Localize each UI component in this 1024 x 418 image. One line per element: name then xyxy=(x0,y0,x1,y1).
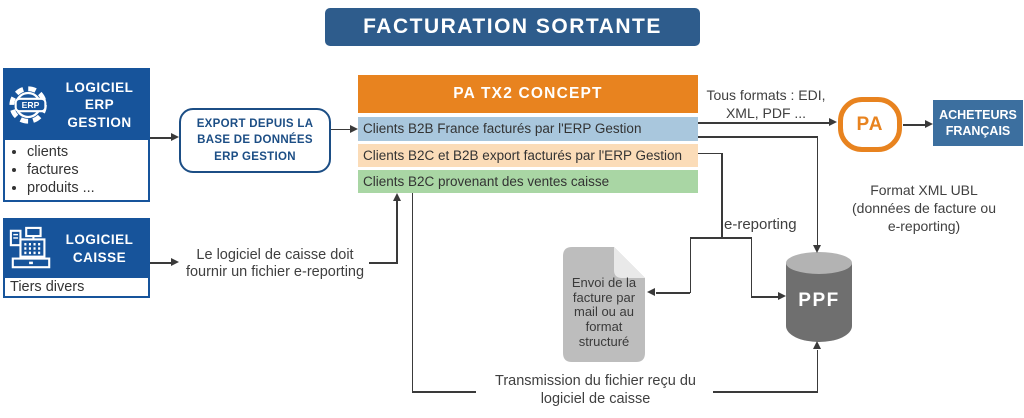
caisse-box-header: LOGICIEL CAISSE xyxy=(5,220,148,278)
connector-note-greenrow xyxy=(369,262,398,264)
list-item: factures xyxy=(27,161,148,179)
e-reporting-label: e-reporting xyxy=(724,216,797,233)
connector-b2b-ppf xyxy=(816,136,818,246)
arrowhead-right-icon xyxy=(778,292,786,300)
arrowhead-right-icon xyxy=(925,120,933,128)
erp-box-title: LOGICIEL ERP GESTION xyxy=(65,79,134,130)
database-cylinder-icon xyxy=(786,263,852,342)
flow-row-b2c-caisse: Clients B2C provenant des ventes caisse xyxy=(358,170,698,193)
transmission-label: Transmission du fichier reçu du logiciel… xyxy=(495,373,696,408)
connector-branch-document xyxy=(689,237,691,293)
pa-tx2-concept-header: PA TX2 CONCEPT xyxy=(358,75,698,113)
arrowhead-left-icon xyxy=(647,288,655,296)
list-item: produits ... xyxy=(27,179,148,197)
connector-caisse-note xyxy=(150,262,171,264)
page-title: FACTURATION SORTANTE xyxy=(325,8,700,46)
caisse-box-footer: Tiers divers xyxy=(5,278,148,296)
connector-ereporting xyxy=(698,152,722,154)
cash-register-icon xyxy=(9,226,51,269)
svg-text:ERP: ERP xyxy=(22,100,40,110)
connector-branch-document xyxy=(656,292,690,294)
connector-note-greenrow xyxy=(396,200,398,262)
connector-branch-ppf xyxy=(750,237,752,297)
document-node: Envoi de la facture par mail ou au forma… xyxy=(563,247,645,362)
connector-b2b-pa xyxy=(698,122,829,124)
format-xml-ubl-label: Format XML UBL (données de facture ou e-… xyxy=(852,182,996,235)
ppf-label: PPF xyxy=(798,290,840,311)
logiciel-caisse-box: LOGICIEL CAISSE Tiers divers xyxy=(3,218,150,298)
caisse-note-label: Le logiciel de caisse doit fournir un fi… xyxy=(185,247,365,281)
arrowhead-right-icon xyxy=(829,118,837,126)
connector-caisse-ppf xyxy=(411,391,476,393)
connector-caisse-ppf xyxy=(713,391,818,393)
tous-formats-label: Tous formats : EDI, XML, PDF ... xyxy=(706,87,826,121)
ppf-node: PPF xyxy=(786,252,852,342)
connector-ereporting xyxy=(721,152,723,239)
connector-pa-acheteurs xyxy=(903,124,925,126)
connector-caisse-ppf xyxy=(816,350,818,392)
connector-branch-ppf xyxy=(751,296,778,298)
connector-ereporting-branch xyxy=(690,237,752,239)
connector-export-patx2 xyxy=(331,128,350,130)
connector-caisse-ppf xyxy=(411,193,413,392)
caisse-box-title: LOGICIEL CAISSE xyxy=(65,232,134,265)
arrowhead-right-icon xyxy=(171,258,179,266)
arrowhead-up-icon xyxy=(392,193,401,201)
connector-erp-export xyxy=(150,137,171,139)
database-cylinder-top xyxy=(786,252,852,274)
erp-data-list: clients factures produits ... xyxy=(5,143,148,197)
arrowhead-down-icon xyxy=(812,245,821,253)
erp-box-header: ERP LOGICIEL ERP GESTION xyxy=(5,70,148,140)
list-item: clients xyxy=(27,143,148,161)
document-node-label: Envoi de la facture par mail ou au forma… xyxy=(571,275,637,349)
acheteurs-francais-box: ACHETEURS FRANÇAIS xyxy=(933,100,1023,146)
pa-platform-node: PA xyxy=(838,97,902,152)
logiciel-erp-gestion-box: ERP LOGICIEL ERP GESTION clients facture… xyxy=(3,68,150,203)
flow-row-b2c-b2b-export: Clients B2C et B2B export facturés par l… xyxy=(358,144,698,167)
gear-erp-icon: ERP xyxy=(9,86,47,124)
arrowhead-right-icon xyxy=(350,124,358,133)
connector-b2b-ppf xyxy=(698,136,818,138)
arrowhead-up-icon xyxy=(812,341,821,349)
document-icon xyxy=(563,247,645,362)
flow-row-b2b-france: Clients B2B France facturés par l'ERP Ge… xyxy=(358,117,698,141)
export-database-box: EXPORT DEPUIS LA BASE DE DONNÉES ERP GES… xyxy=(179,108,331,173)
arrowhead-right-icon xyxy=(171,133,179,141)
